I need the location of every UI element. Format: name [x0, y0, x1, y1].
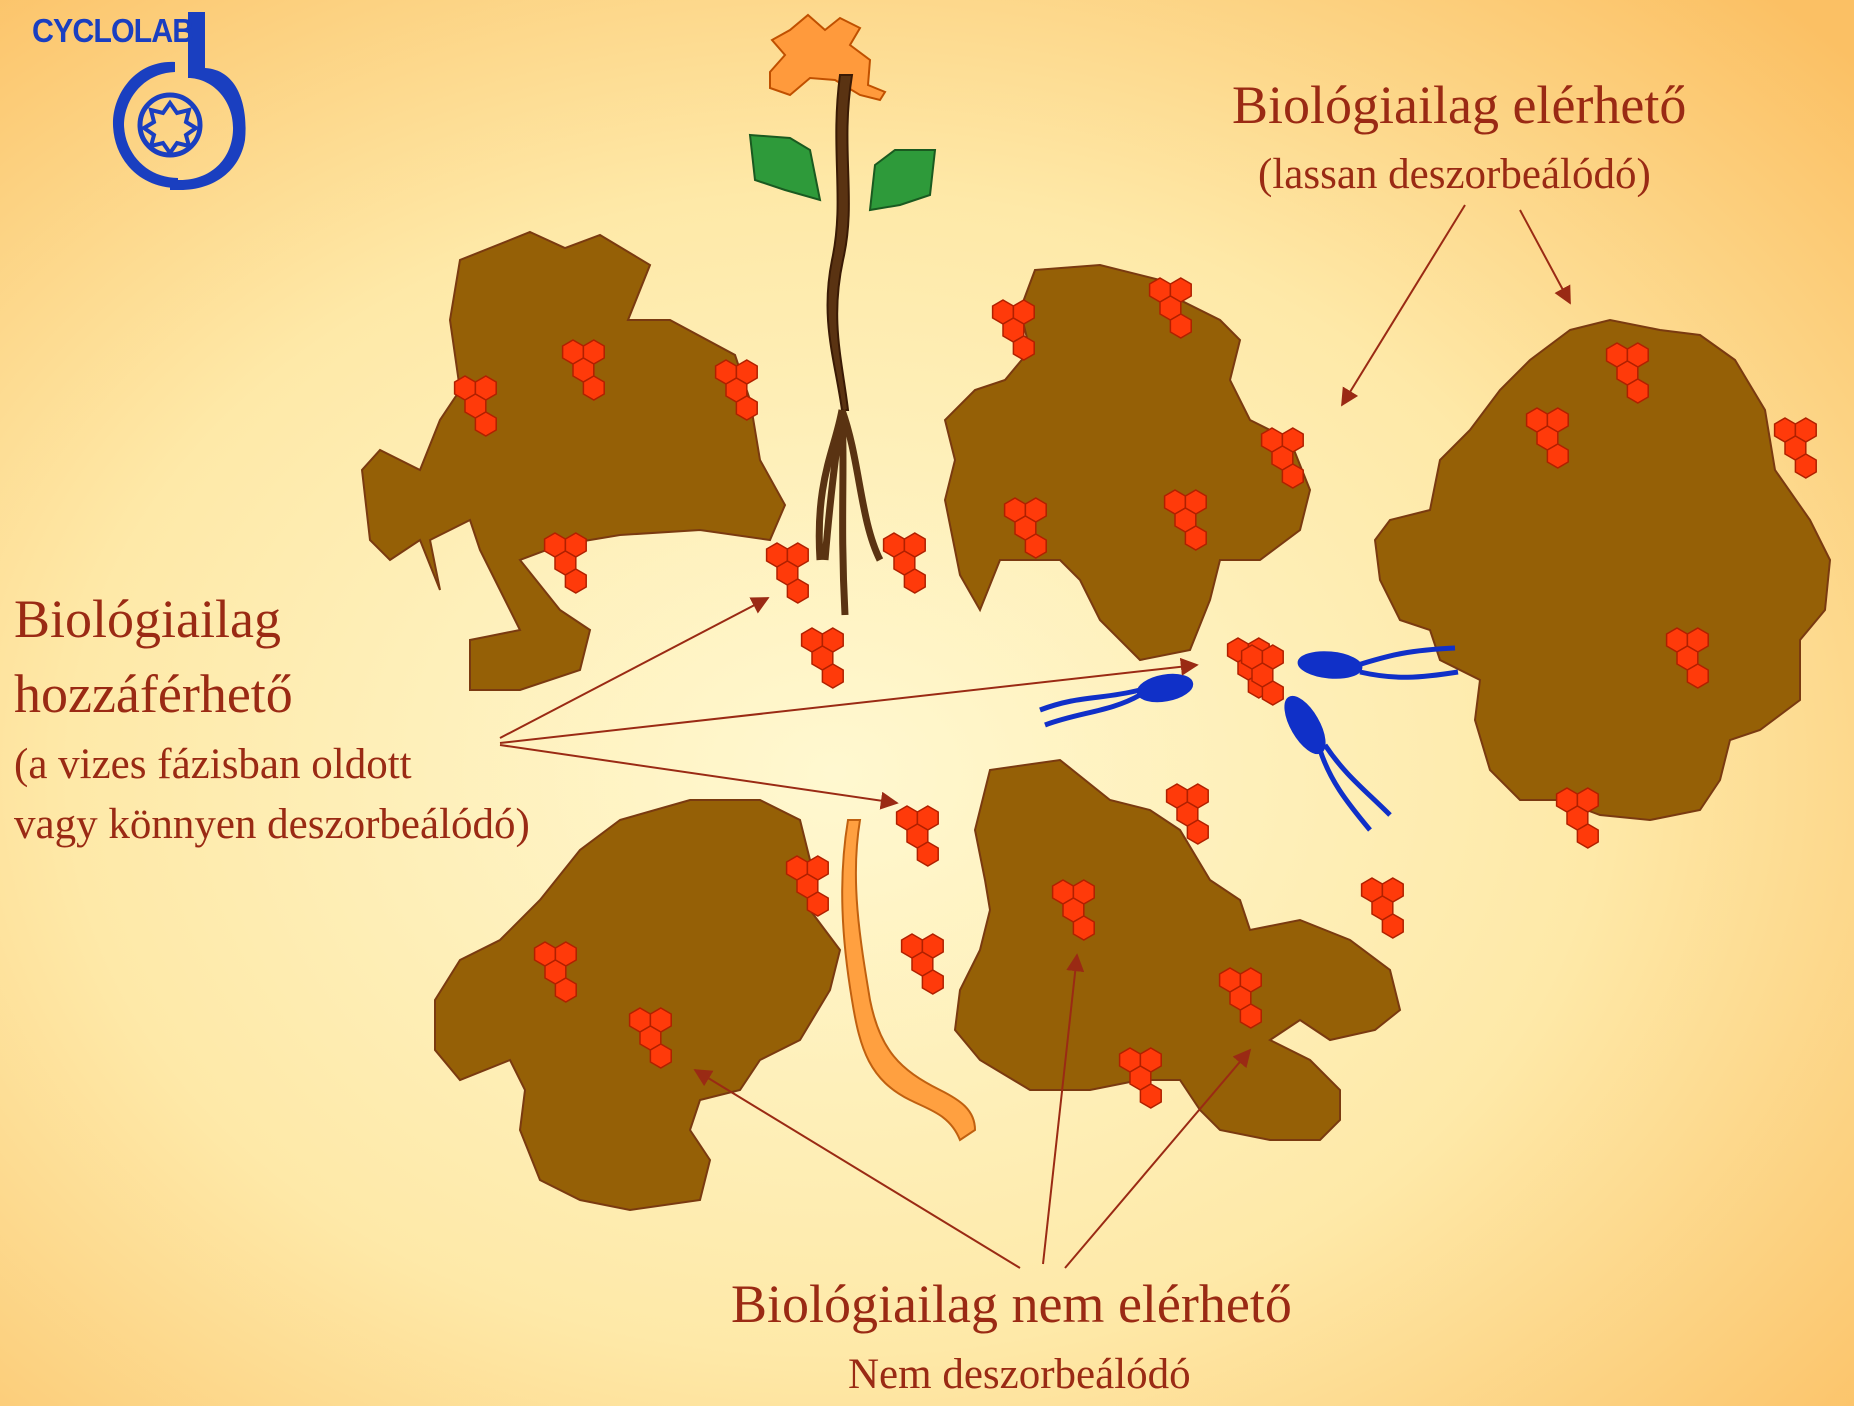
label-accessible-subtitle-line1: (a vizes fázisban oldott [14, 740, 412, 789]
label-accessible-title-line1: Biológiailag [14, 588, 281, 650]
label-slow-subtitle: (lassan deszorbeálódó) [1258, 150, 1651, 199]
logo-text: CYCLOLAB [32, 12, 193, 50]
label-accessible-title-line2: hozzáférhető [14, 663, 293, 725]
label-accessible-subtitle-line2: vagy könnyen deszorbeálódó) [14, 800, 530, 849]
label-slow-title: Biológiailag elérhető [1232, 74, 1686, 136]
label-unavailable-title: Biológiailag nem elérhető [731, 1273, 1292, 1335]
label-unavailable-subtitle: Nem deszorbeálódó [848, 1350, 1191, 1399]
